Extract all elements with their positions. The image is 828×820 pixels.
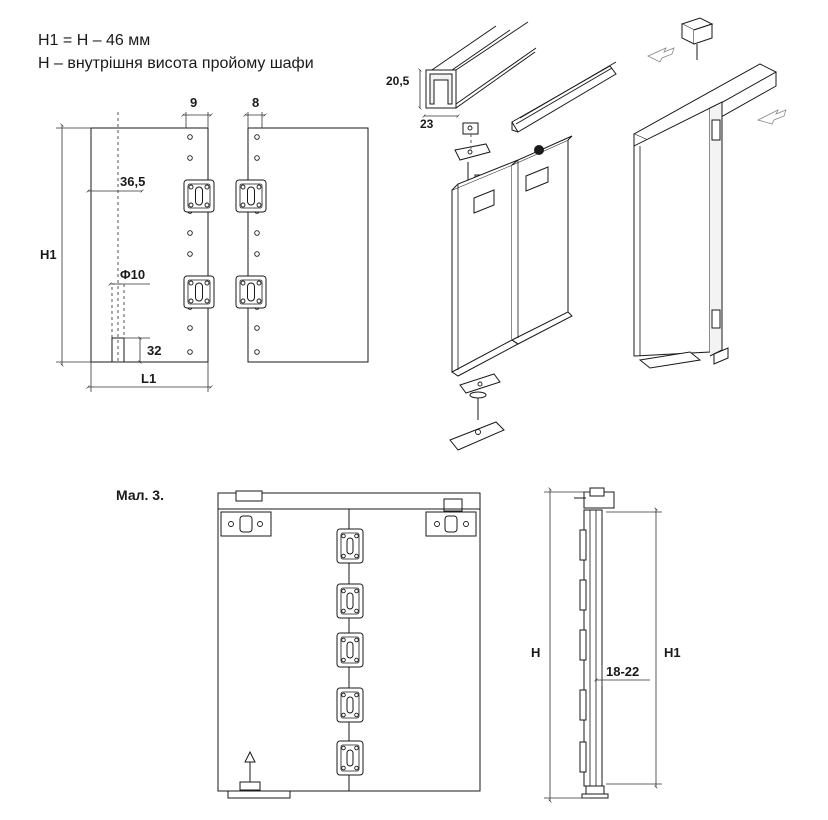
rail-clip — [680, 17, 714, 60]
top-rail-profile — [425, 21, 537, 109]
dim-18-22-label: 18-22 — [606, 664, 639, 679]
formula-line-2: H – внутрішня висота пройому шафи — [38, 55, 314, 72]
track-carriage — [235, 490, 263, 502]
front-view-diagram — [217, 490, 481, 799]
top-mount-left — [220, 511, 272, 537]
hinge-icon — [235, 275, 267, 309]
dim-h1-right-label: H1 — [664, 645, 681, 660]
dim-20-5-label: 20,5 — [386, 74, 410, 88]
hinge-icon — [336, 687, 364, 723]
dim-h1-left-label: H1 — [40, 247, 57, 262]
formula-line-1: H1 = H – 46 мм — [38, 32, 151, 49]
left-panel-diagram: 9 8 36,5 H1 Φ10 32 L1 — [40, 95, 369, 392]
side-view-diagram: H H1 18-22 — [531, 487, 681, 803]
bottom-pivot — [227, 750, 291, 799]
hinge-icon — [183, 275, 215, 309]
installed-door-assembly — [632, 63, 778, 369]
track-carriage — [443, 498, 463, 512]
dim-8-label: 8 — [252, 95, 259, 110]
dim-phi10-label: Φ10 — [120, 267, 145, 282]
guide-rail-middle — [511, 61, 617, 133]
hinge-icon — [336, 583, 364, 619]
hinge-icon — [336, 632, 364, 668]
dim-h-right-label: H — [531, 645, 540, 660]
hinge-hole-row-right — [254, 134, 260, 355]
slide-arrow-icon — [756, 109, 787, 125]
pivot-bushing — [111, 337, 125, 363]
hinge-icon — [183, 179, 215, 213]
dim-23-label: 23 — [420, 117, 434, 131]
isometric-assembly-diagram: 20,5 23 — [386, 17, 787, 451]
right-door-panel — [247, 127, 369, 363]
dim-l1-label: L1 — [141, 371, 156, 386]
slide-arrow-icon — [647, 47, 675, 63]
dim-36-5-label: 36,5 — [120, 174, 145, 189]
top-mount-right — [425, 511, 477, 537]
hinge-icon — [336, 528, 364, 564]
hinge-icon — [336, 740, 364, 776]
hinge-hole-row-left — [187, 134, 193, 355]
hinge-icon — [235, 179, 267, 213]
door-side-profile — [583, 509, 603, 787]
figure-label: Мал. 3. — [116, 487, 164, 503]
dim-9-label: 9 — [190, 95, 197, 110]
bottom-pivot-assembly — [449, 373, 505, 451]
folding-doors-isometric — [451, 135, 573, 377]
dim-32-label: 32 — [147, 343, 161, 358]
